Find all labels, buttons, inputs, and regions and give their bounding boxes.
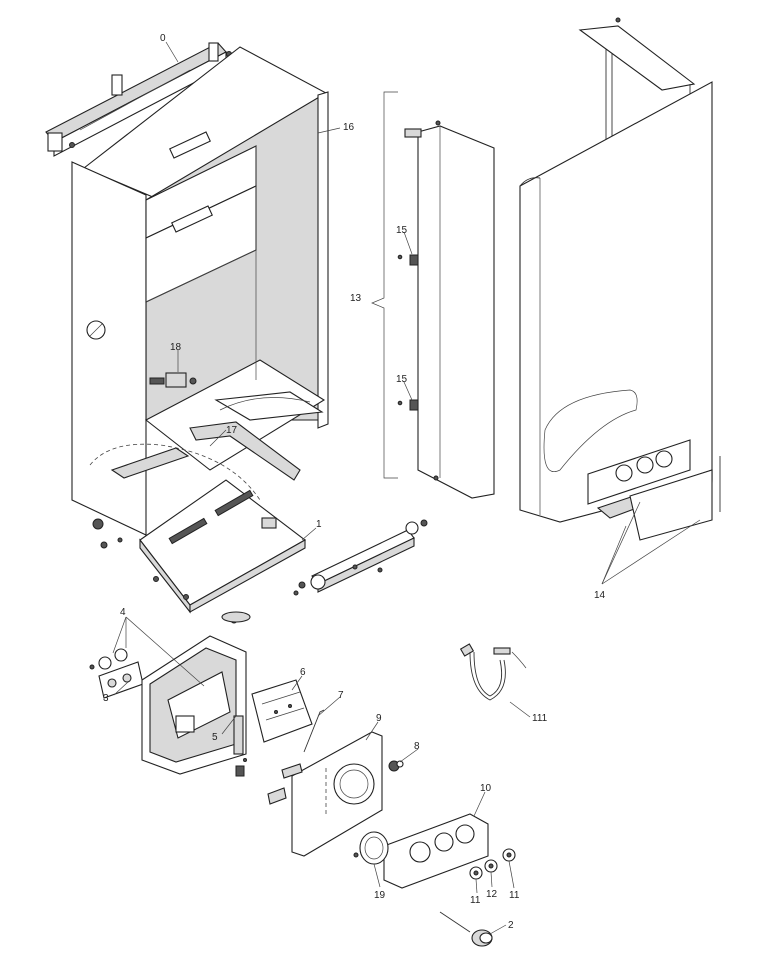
callout-14: 14: [594, 590, 606, 601]
screw-set-lower-casing: [92, 518, 251, 624]
callout-11-right: 11: [509, 890, 520, 901]
callout-15-lower: 15: [396, 374, 408, 385]
part-4-knobs: [89, 648, 128, 670]
part-1-base-tray: [89, 443, 306, 614]
callout-12: 12: [486, 889, 498, 900]
callout-9: 9: [376, 713, 382, 724]
part-14-control-fascia: [587, 439, 721, 541]
callout-6: 6: [300, 667, 306, 678]
callout-7: 7: [338, 690, 344, 701]
callout-111: 111: [532, 713, 548, 724]
part-18-valve: [149, 372, 197, 388]
part-16-main-casing: [71, 46, 329, 536]
part-6-circuit-board: [251, 679, 313, 743]
part-7-rod: [303, 709, 325, 753]
part-2-sensor: [439, 911, 493, 947]
control-box-frame: [141, 635, 247, 775]
outer-cover: [519, 17, 713, 523]
bottom-rail: [293, 519, 428, 596]
callout-16: 16: [343, 122, 355, 133]
part-17-manifold: [189, 391, 324, 481]
part-0-mounting-bracket: [45, 42, 232, 157]
callout-11-left: 11: [470, 895, 481, 906]
part-9-plate: [267, 731, 383, 857]
part-8-button: [388, 760, 404, 772]
part-15-hinge-lower: [397, 399, 419, 411]
part-10-fascia-housing: [383, 813, 489, 889]
callout-4: 4: [120, 607, 126, 618]
callout-13: 13: [350, 293, 362, 304]
callout-15-upper: 15: [396, 225, 408, 236]
part-12-knob: [484, 859, 498, 873]
callout-0: 0: [160, 33, 166, 44]
callout-19: 19: [374, 890, 386, 901]
part-13-front-panel: [371, 91, 495, 499]
part-111-cable: [459, 643, 527, 701]
callout-10: 10: [480, 783, 492, 794]
callout-5: 5: [212, 732, 218, 743]
part-5-terminal-block: [233, 715, 247, 777]
callout-8: 8: [414, 741, 420, 752]
callout-1: 1: [316, 519, 322, 530]
leader-lines: [112, 41, 701, 935]
callout-18: 18: [170, 342, 182, 353]
callout-2: 2: [508, 920, 514, 931]
part-11-knob-right: [502, 848, 516, 862]
callout-3: 3: [103, 693, 109, 704]
callout-17: 17: [226, 425, 238, 436]
part-15-hinge-upper: [397, 254, 419, 266]
part-19-ring: [353, 831, 389, 865]
part-11-knob-left: [469, 866, 483, 880]
